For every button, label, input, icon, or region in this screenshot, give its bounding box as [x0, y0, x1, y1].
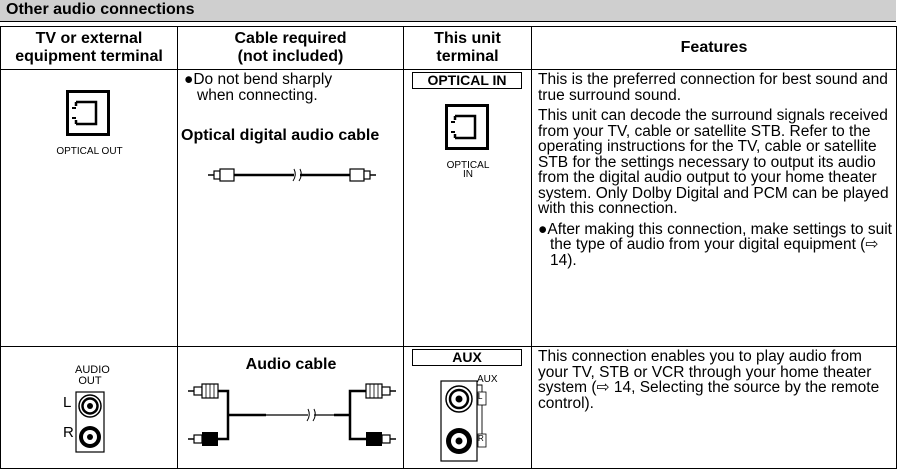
cable-caption-audio: Audio cable [245, 356, 337, 373]
rca-jack-pair-icon [75, 391, 105, 453]
cable-note-line1: ●Do not bend sharply [184, 71, 333, 88]
terminal-right-label: R [63, 424, 74, 441]
optical-port-icon [66, 90, 110, 136]
feature-text: This unit can decode the surround signal… [538, 107, 889, 217]
audio-cable-icon [188, 383, 396, 446]
header-unit-line2: terminal [436, 48, 499, 65]
feature-text: This connection enables you to play audi… [538, 348, 880, 412]
unit-label-aux: AUX [412, 349, 522, 366]
features-cell-optical: This is the preferred connection for bes… [531, 69, 897, 347]
header-cable-line1: Cable required [234, 30, 347, 47]
unit-icon-label-in: IN [463, 169, 473, 180]
terminal-cell-audio: AUDIO OUT L R [0, 346, 178, 469]
unit-cell-optical: OPTICAL IN OPTICAL IN [403, 69, 532, 347]
cable-cell-optical: ●Do not bend sharply when connecting. Op… [177, 69, 404, 347]
header-features: Features [531, 26, 897, 70]
header-terminal-line1: TV or external [35, 30, 143, 47]
header-unit-line1: This unit [434, 30, 501, 47]
feature-bullet: ●After making this connection, make sett… [538, 220, 892, 269]
unit-icon-left-label: L [478, 392, 483, 401]
optical-cable-icon [208, 168, 376, 182]
cable-cell-audio: Audio cable [177, 346, 404, 469]
header-cable: Cable required (not included) [177, 26, 404, 70]
header-cable-line2: (not included) [237, 48, 344, 65]
section-title: Other audio connections [6, 1, 195, 18]
terminal-cell-optical: OPTICAL OUT [0, 69, 178, 347]
unit-icon-label-optical: OPTICAL [446, 160, 490, 171]
terminal-left-label: L [63, 394, 72, 411]
table-row-audio: AUDIO OUT L R Audio cable [0, 346, 897, 469]
header-row: TV or external equipment terminal Cable … [0, 26, 897, 70]
terminal-label-out: OUT [78, 375, 102, 387]
table-row-optical: OPTICAL OUT ●Do not bend sharply when co… [0, 69, 897, 347]
unit-cell-audio: AUX AUX L R [403, 346, 532, 469]
unit-icon-right-label: R [478, 434, 484, 443]
header-terminal: TV or external equipment terminal [0, 26, 178, 70]
feature-text: This is the preferred connection for bes… [538, 71, 888, 104]
terminal-label-optical-out: OPTICAL OUT [56, 146, 123, 157]
unit-label-optical-in: OPTICAL IN [412, 72, 522, 89]
header-unit: This unit terminal [403, 26, 532, 70]
unit-icon-label-aux: AUX [477, 374, 498, 385]
connections-table: TV or external equipment terminal Cable … [0, 26, 897, 469]
cable-note-line2: when connecting. [197, 87, 318, 104]
section-header: Other audio connections [0, 0, 896, 22]
aux-jack-pair-icon [440, 380, 487, 462]
cable-caption-optical: Optical digital audio cable [181, 127, 380, 144]
header-features-text: Features [680, 39, 748, 56]
optical-in-port-icon [445, 104, 489, 150]
terminal-label-audio: AUDIO [75, 364, 110, 376]
header-terminal-line2: equipment terminal [15, 48, 163, 65]
features-cell-audio: This connection enables you to play audi… [531, 346, 897, 469]
